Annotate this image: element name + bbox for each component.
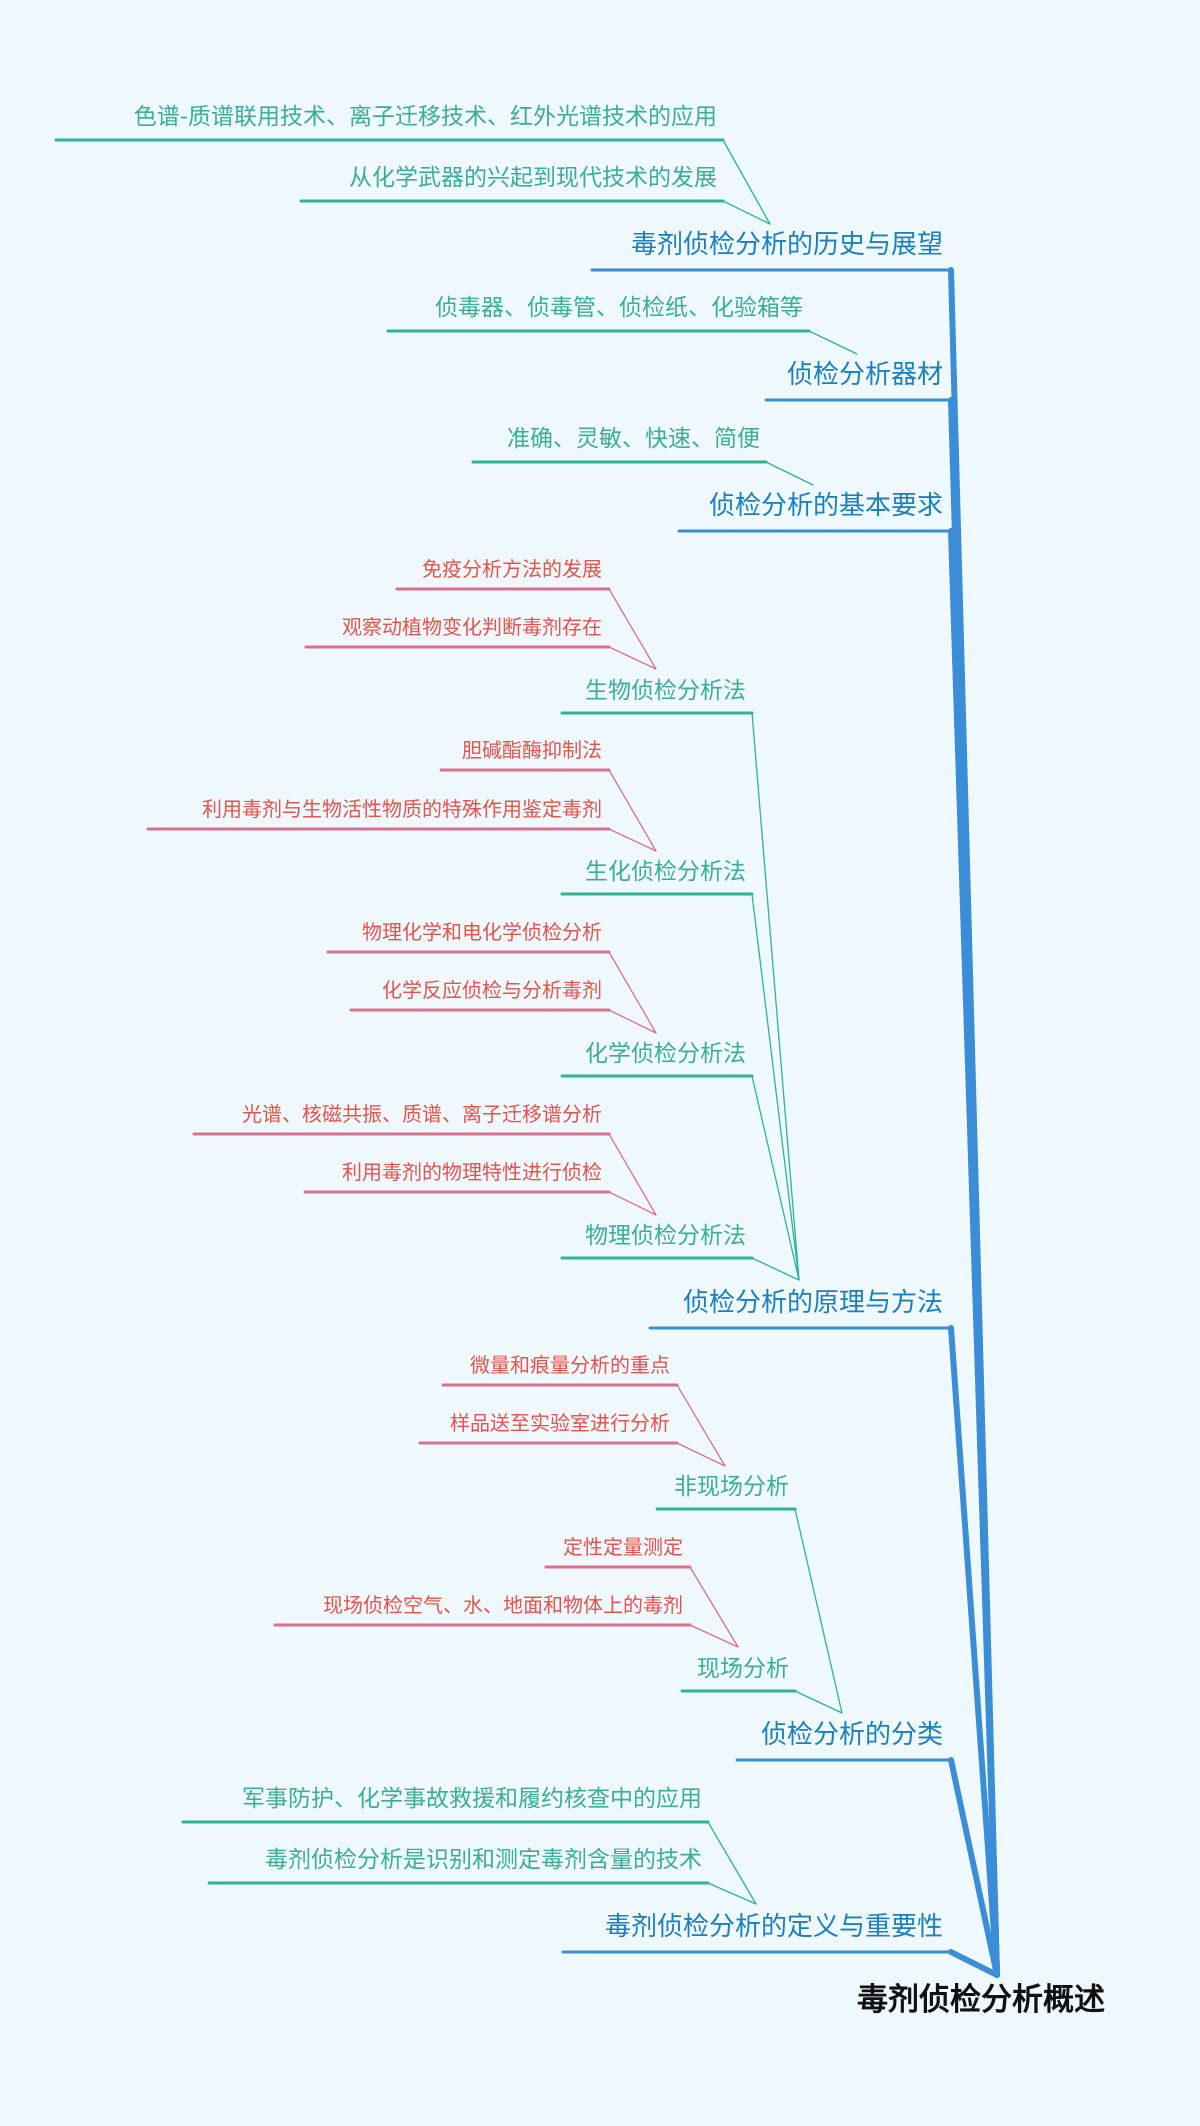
branch-basic-requirements[interactable]: 侦检分析的基本要求 <box>708 491 943 521</box>
leaf-trace-analysis[interactable]: 微量和痕量分析的重点 <box>470 1353 670 1377</box>
leaf-spectroscopy[interactable]: 光谱、核磁共振、质谱、离子迁移谱分析 <box>242 1102 602 1126</box>
leaf-qualitative-quantitative[interactable]: 定性定量测定 <box>563 1535 683 1559</box>
method-biological[interactable]: 生物侦检分析法 <box>585 678 746 704</box>
class-onsite[interactable]: 现场分析 <box>697 1656 789 1682</box>
branch-definition-importance[interactable]: 毒剂侦检分析的定义与重要性 <box>604 1912 943 1942</box>
leaf-physicochemical[interactable]: 物理化学和电化学侦检分析 <box>362 920 602 944</box>
leaf-observe-organisms[interactable]: 观察动植物变化判断毒剂存在 <box>342 615 602 639</box>
branch-equipment[interactable]: 侦检分析器材 <box>786 360 943 390</box>
method-biochemical[interactable]: 生化侦检分析法 <box>585 859 746 885</box>
leaf-field-detection[interactable]: 现场侦检空气、水、地面和物体上的毒剂 <box>323 1593 683 1617</box>
leaf-history-modern-techniques[interactable]: 色谱-质谱联用技术、离子迁移技术、红外光谱技术的应用 <box>133 104 717 130</box>
branch-history-outlook[interactable]: 毒剂侦检分析的历史与展望 <box>630 230 943 260</box>
leaf-chemical-reaction[interactable]: 化学反应侦检与分析毒剂 <box>382 978 602 1002</box>
leaf-immunoassay[interactable]: 免疫分析方法的发展 <box>422 557 602 581</box>
root-node[interactable]: 毒剂侦检分析概述 <box>857 1982 1105 2018</box>
leaf-history-rise-of-chemical-weapons[interactable]: 从化学武器的兴起到现代技术的发展 <box>349 165 717 191</box>
leaf-definition[interactable]: 毒剂侦检分析是识别和测定毒剂含量的技术 <box>265 1847 702 1873</box>
leaf-cholinesterase[interactable]: 胆碱酯酶抑制法 <box>462 738 602 762</box>
method-chemical[interactable]: 化学侦检分析法 <box>585 1041 746 1067</box>
leaf-lab-samples[interactable]: 样品送至实验室进行分析 <box>450 1411 670 1435</box>
leaf-applications[interactable]: 军事防护、化学事故救援和履约核查中的应用 <box>242 1786 702 1812</box>
leaf-bioactive-interaction[interactable]: 利用毒剂与生物活性物质的特殊作用鉴定毒剂 <box>202 797 602 821</box>
method-physical[interactable]: 物理侦检分析法 <box>585 1223 746 1249</box>
branch-principles-methods[interactable]: 侦检分析的原理与方法 <box>682 1288 943 1318</box>
leaf-equipment-list[interactable]: 侦毒器、侦毒管、侦检纸、化验箱等 <box>435 295 803 321</box>
leaf-physical-properties[interactable]: 利用毒剂的物理特性进行侦检 <box>342 1160 602 1184</box>
branch-classification[interactable]: 侦检分析的分类 <box>760 1720 943 1750</box>
leaf-requirements-list[interactable]: 准确、灵敏、快速、简便 <box>507 426 760 452</box>
class-offsite[interactable]: 非现场分析 <box>674 1474 789 1500</box>
